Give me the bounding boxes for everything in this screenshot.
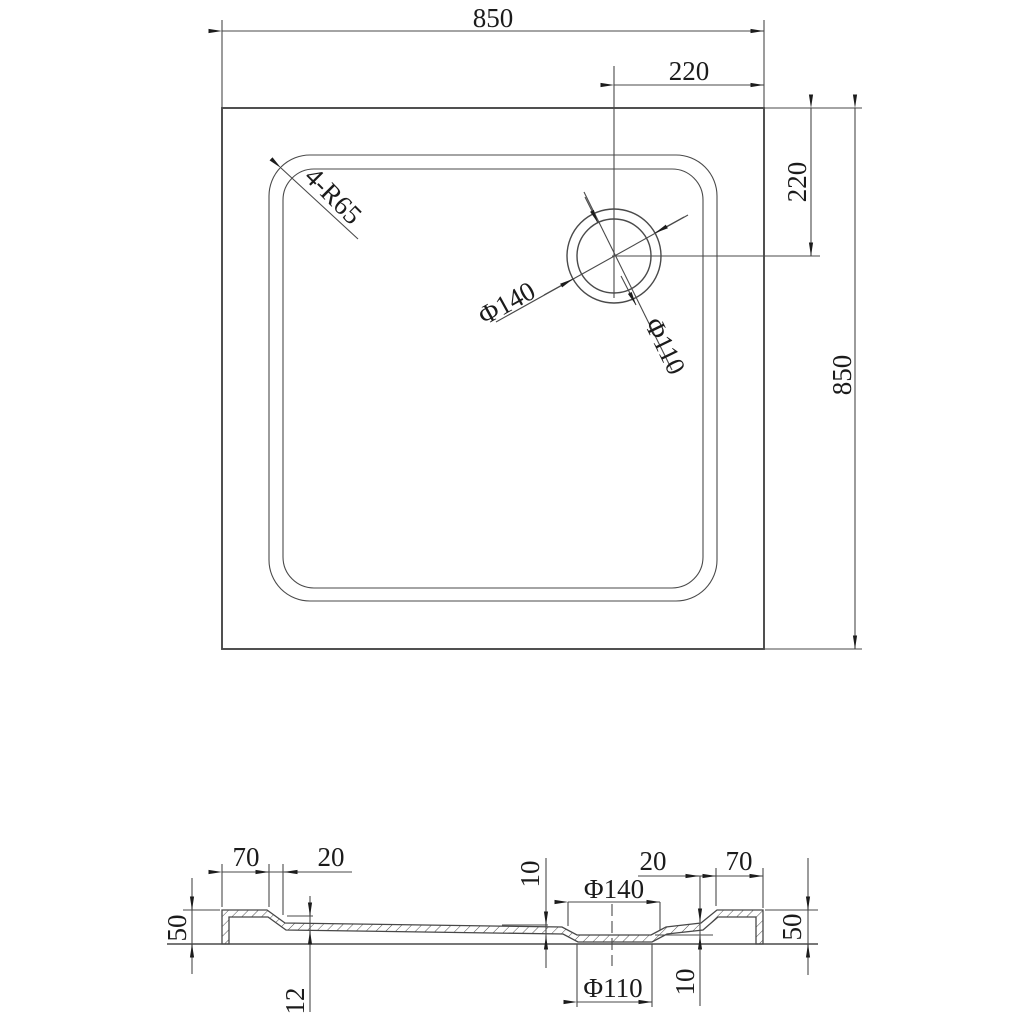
dim-section-right-height: 50 [765, 858, 818, 975]
dim-section-right-rim-label: 70 [726, 846, 753, 876]
dim-section-left-height: 50 [162, 878, 220, 974]
plan-view: 850 220 220 850 4-R65 Φ140 [208, 3, 862, 650]
dim-section-right-recess-depth-label: 10 [670, 969, 700, 996]
dim-plan-drain-offset-v: 220 [764, 94, 862, 257]
dim-plan-drain-inner-label: Φ110 [639, 313, 692, 379]
dim-section-left-slope-label: 20 [318, 842, 345, 872]
callout-corner-radius-label: 4-R65 [299, 161, 368, 230]
dim-section-right-height-label: 50 [777, 914, 807, 941]
dim-plan-drain-inner: Φ110 [583, 191, 692, 379]
dim-section-floor-thickness: 12 [280, 896, 313, 1015]
plan-outer-square [221, 107, 765, 650]
dim-section-floor-thickness-label: 12 [280, 988, 310, 1015]
section-profile [221, 909, 764, 945]
dim-section-right-chain: 20 70 [638, 846, 764, 908]
dim-section-left-recess-depth: 10 [502, 858, 549, 968]
dim-section-drain-inner-label: Φ110 [583, 973, 642, 1003]
callout-corner-radius: 4-R65 [269, 157, 368, 240]
dim-section-left-chain: 70 20 [208, 842, 352, 915]
dim-section-drain-outer-label: Φ140 [584, 874, 644, 904]
dim-plan-drain-outer-label: Φ140 [473, 275, 540, 330]
dim-plan-drain-offset-v-label: 220 [782, 162, 812, 203]
dim-section-left-height-label: 50 [162, 915, 192, 942]
dim-section-right-slope-label: 20 [640, 846, 667, 876]
plan-inner-rim-inner [282, 168, 704, 589]
dim-section-right-recess-depth: 10 [655, 876, 713, 1006]
plan-inner-rim-outer [268, 154, 718, 602]
dim-plan-width: 850 [208, 3, 765, 119]
dim-section-left-rim-label: 70 [233, 842, 260, 872]
dim-plan-drain-offset-h: 220 [600, 56, 765, 88]
dim-plan-drain-offset-h-label: 220 [669, 56, 710, 86]
dim-section-drain-inner: Φ110 [563, 944, 653, 1007]
dim-section-drain-outer: Φ140 [554, 874, 661, 930]
dim-plan-height-label: 850 [827, 355, 857, 396]
dim-plan-height: 850 [764, 94, 862, 650]
dim-section-left-recess-depth-label: 10 [515, 861, 545, 888]
dim-plan-width-label: 850 [473, 3, 514, 33]
section-view: 70 20 20 70 50 50 [162, 842, 818, 1015]
